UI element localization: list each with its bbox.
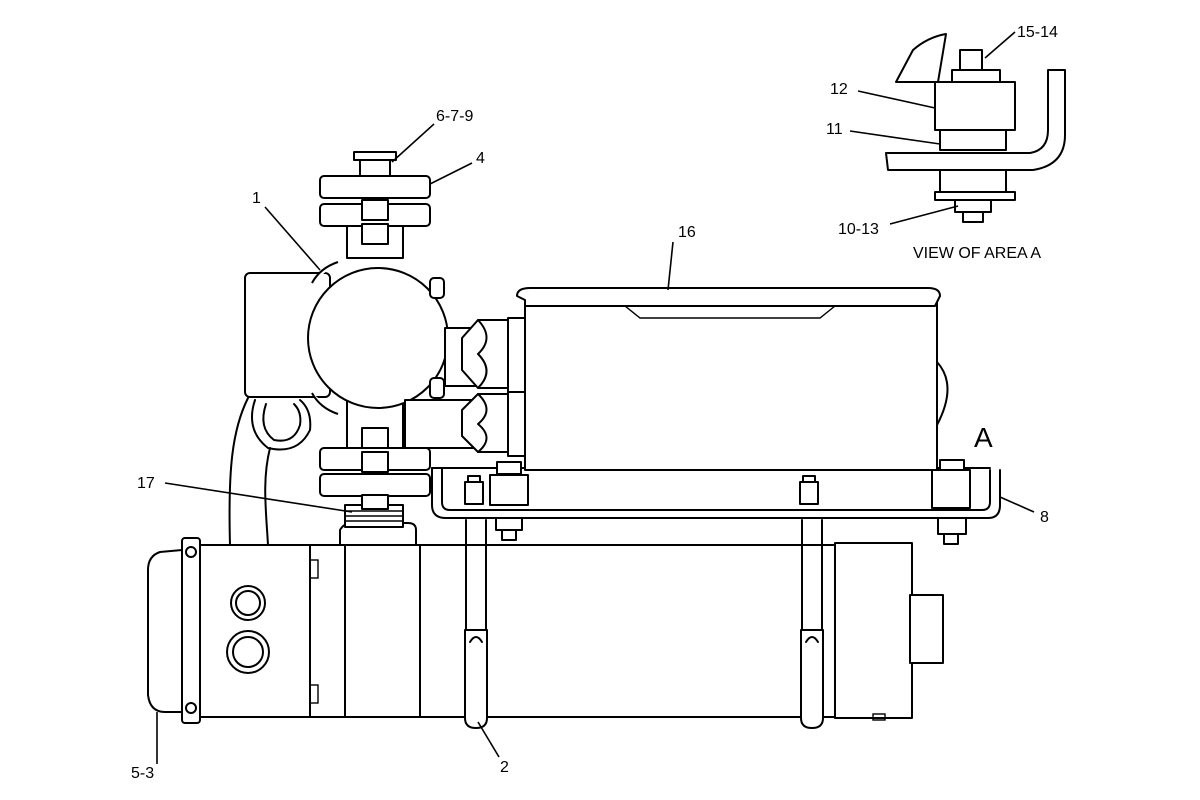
callout-2: 2 [500,759,509,776]
shaft-flanges [319,151,431,510]
mounting-bracket [431,459,1001,545]
detail-caption: VIEW OF AREA A [913,245,1041,262]
callout-10-13: 10-13 [838,221,879,238]
callout-labels: 1 2 4 6-7-9 8 10-13 11 12 15-14 16 17 5-… [131,24,1058,782]
callout-6-7-9: 6-7-9 [436,108,473,125]
callout-16: 16 [678,224,696,241]
callout-12: 12 [830,81,848,98]
straps [464,519,824,729]
callout-5-3: 5-3 [131,765,154,782]
callout-17: 17 [137,475,155,492]
callout-4: 4 [476,150,485,167]
callout-8: 8 [1040,509,1049,526]
callout-11: 11 [826,121,843,138]
reservoir [516,287,949,471]
area-marker: A [974,422,993,453]
leader-lines [156,31,1035,764]
callout-15-14: 15-14 [1017,24,1058,41]
detail-view-area-a [885,33,1066,223]
sensor-head [244,261,527,457]
callout-1: 1 [252,190,261,207]
